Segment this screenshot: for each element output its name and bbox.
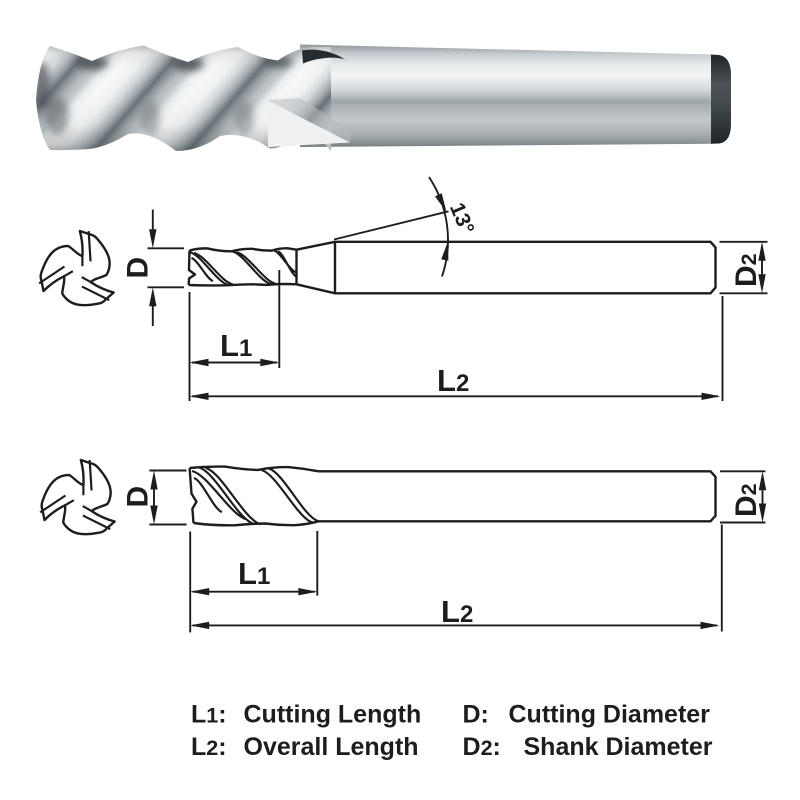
svg-text:Cutting Length: Cutting Length (244, 701, 422, 729)
svg-text:L2: L2 (441, 594, 473, 629)
svg-text:Overall Length: Overall Length (244, 733, 419, 761)
svg-text:D2:: D2: (463, 733, 501, 761)
svg-text:Cutting Diameter: Cutting Diameter (509, 701, 711, 729)
svg-text:L1:: L1: (191, 701, 227, 729)
svg-text:L2: L2 (437, 363, 469, 398)
svg-text:Shank Diameter: Shank Diameter (524, 733, 713, 761)
svg-text:L1: L1 (220, 328, 252, 363)
svg-text:D: D (122, 486, 155, 508)
svg-text:D2: D2 (730, 253, 763, 287)
svg-text:D:: D: (463, 701, 489, 729)
svg-text:D: D (122, 257, 155, 279)
svg-text:13°: 13° (445, 199, 479, 237)
svg-text:D2: D2 (730, 483, 763, 517)
svg-text:L1: L1 (238, 556, 270, 591)
svg-text:L2:: L2: (191, 733, 227, 761)
